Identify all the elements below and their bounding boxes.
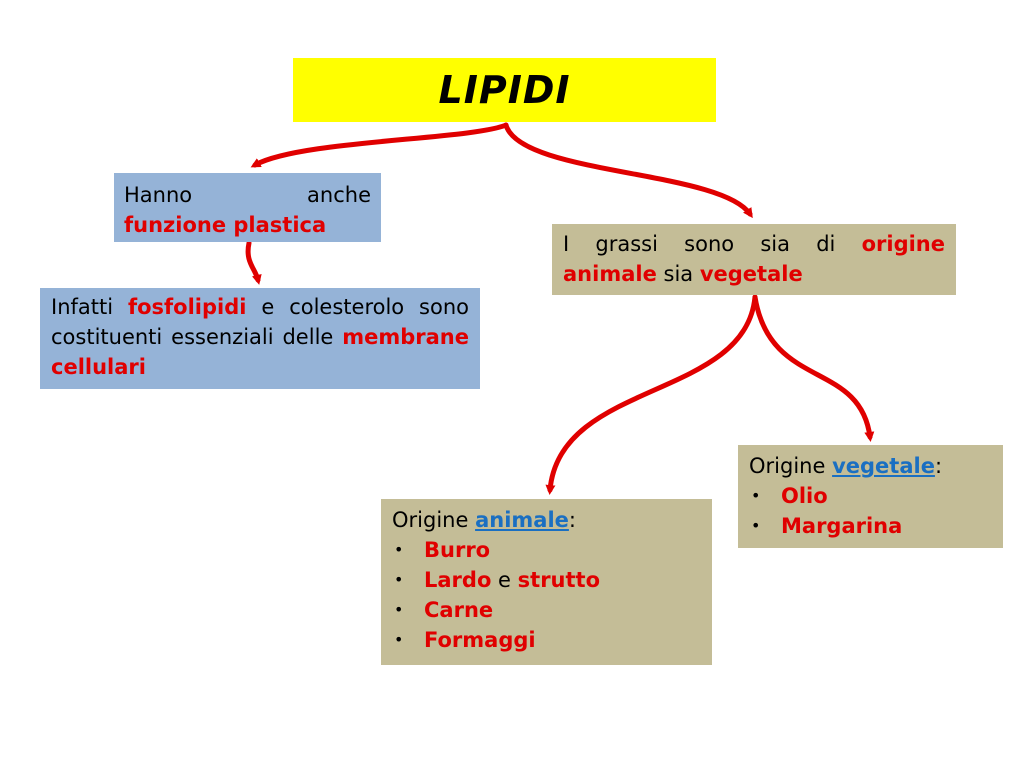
vegetale-list: • Olio • Margarina xyxy=(749,481,992,541)
fosfo-highlight-2: membrane cellulari xyxy=(51,325,469,379)
bullet-icon: • xyxy=(751,516,761,535)
animale-prefix: Origine xyxy=(392,508,476,532)
funzione-text-1: Hanno xyxy=(124,183,193,207)
fosfolipidi-box: Infatti fosfolipidi e colesterolo sono c… xyxy=(40,288,480,389)
list-item-label: Lardo xyxy=(424,568,492,592)
funzione-plastica-box: Hanno anche funzione plastica xyxy=(114,173,381,242)
list-item-label: Margarina xyxy=(781,514,903,538)
vegetale-link[interactable]: vegetale xyxy=(832,454,935,478)
origine-vegetale-box: Origine vegetale: • Olio • Margarina xyxy=(738,445,1003,548)
funzione-text-2: anche xyxy=(307,183,371,207)
list-item-extra: strutto xyxy=(517,568,601,592)
arrow-funzione-to-fosfo xyxy=(245,240,262,285)
bullet-icon: • xyxy=(394,540,404,559)
grassi-highlight-1: origine animale xyxy=(563,232,945,286)
arrow-grassi-to-vegetale xyxy=(752,294,875,442)
animale-suffix: : xyxy=(568,508,576,532)
bullet-icon: • xyxy=(751,486,761,505)
list-item-label: Carne xyxy=(424,598,494,622)
grassi-text-1: I grassi sono sia di xyxy=(563,232,862,256)
fosfo-highlight-1: fosfolipidi xyxy=(127,295,247,319)
fosfo-text-2: e colesterolo sono costituenti essenzial… xyxy=(51,295,469,349)
fosfo-text-1: Infatti xyxy=(51,295,128,319)
list-item-label: Formaggi xyxy=(424,628,536,652)
funzione-highlight: funzione plastica xyxy=(124,213,327,237)
title-box: LIPIDI xyxy=(293,58,716,122)
page-title: LIPIDI xyxy=(438,68,571,112)
origine-animale-box: Origine animale: • Burro • Lardo e strutto… xyxy=(381,499,712,665)
list-item-label: Burro xyxy=(424,538,491,562)
animale-list: • Burro • Lardo e strutto • Carne • Formaggi xyxy=(392,535,701,655)
grassi-highlight-2: vegetale xyxy=(699,262,803,286)
bullet-icon: • xyxy=(394,600,404,619)
list-item: • Lardo e strutto xyxy=(392,565,701,595)
animale-link[interactable]: animale xyxy=(475,508,569,532)
vegetale-suffix: : xyxy=(934,454,943,478)
bullet-icon: • xyxy=(394,630,404,649)
arrow-grassi-to-animale xyxy=(545,294,758,495)
arrow-title-to-grassi xyxy=(503,122,753,219)
list-item: • Formaggi xyxy=(392,625,701,655)
grassi-origine-box: I grassi sono sia di origine animale sia… xyxy=(552,224,956,295)
list-item-join: e xyxy=(491,568,518,592)
list-item: • Burro xyxy=(392,535,701,565)
grassi-text-2: sia xyxy=(656,262,700,286)
bullet-icon: • xyxy=(394,570,404,589)
list-item-label: Olio xyxy=(781,484,828,508)
list-item: • Olio xyxy=(749,481,992,511)
vegetale-prefix: Origine xyxy=(749,454,833,478)
list-item: • Carne xyxy=(392,595,701,625)
arrow-title-to-funzione xyxy=(250,122,509,168)
list-item: • Margarina xyxy=(749,511,992,541)
